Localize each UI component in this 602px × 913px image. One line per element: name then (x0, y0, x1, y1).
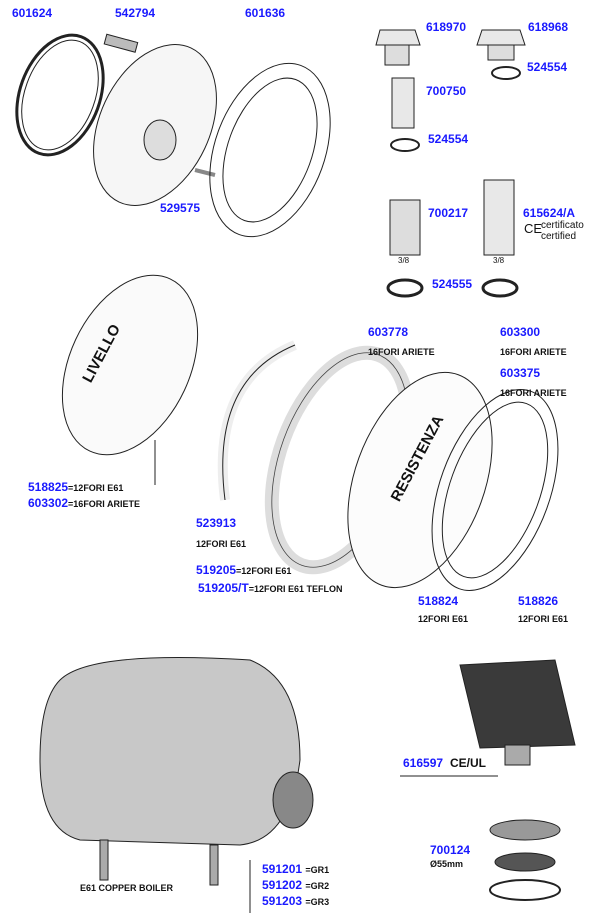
part-link-518826[interactable]: 518826 (518, 594, 559, 608)
part-link-700124[interactable]: 700124 (430, 843, 471, 857)
note: Ø55mm (430, 859, 464, 869)
part-link-529575[interactable]: 529575 (160, 201, 201, 215)
part-link-524554[interactable]: 524554 (527, 60, 568, 74)
cert-line1: certificato (541, 220, 584, 231)
part-link-700750[interactable]: 700750 (426, 84, 467, 98)
thread-mark: 3/8 (398, 256, 410, 265)
part-link-518824[interactable]: 518824 (418, 594, 459, 608)
part-link-603375[interactable]: 603375 (500, 366, 541, 380)
part-link-616597[interactable]: 616597 (403, 756, 444, 770)
part-link-524555[interactable]: 524555 (432, 277, 473, 291)
note: 12FORI E61 (418, 614, 469, 624)
note: 12FORI E61 (196, 539, 247, 549)
part-link-542794[interactable]: 542794 (115, 6, 156, 20)
ce-mark: CE (524, 221, 543, 236)
part-link-519205[interactable]: 519205=12FORI E61 (196, 563, 292, 577)
note: 12FORI E61 (518, 614, 569, 624)
part-link-591202[interactable]: 591202 =GR2 (262, 878, 330, 892)
part-link-603300[interactable]: 603300 (500, 325, 541, 339)
note: 16FORI ARIETE (500, 347, 567, 357)
note: 16FORI ARIETE (368, 347, 435, 357)
part-link-615624a[interactable]: 615624/A (523, 206, 576, 220)
boiler-body (39, 657, 301, 846)
part-link-603778[interactable]: 603778 (368, 325, 409, 339)
note: 16FORI ARIETE (500, 388, 567, 398)
part-link-601624[interactable]: 601624 (12, 6, 53, 20)
plate-603300 (347, 371, 493, 589)
part-link-519205t[interactable]: 519205/T=12FORI E61 TEFLON (198, 581, 343, 595)
pressostat-note: CE/UL (450, 756, 486, 770)
part-link-591203[interactable]: 591203 =GR3 (262, 894, 330, 908)
part-link-700217[interactable]: 700217 (428, 206, 469, 220)
part-link-601636[interactable]: 601636 (245, 6, 286, 20)
boiler-label: E61 COPPER BOILER (80, 883, 174, 893)
cert-line2: certified (541, 231, 577, 242)
part-link-518825[interactable]: 518825=12FORI E61 (28, 480, 124, 494)
part-link-524554[interactable]: 524554 (428, 132, 469, 146)
livello-plate (61, 274, 199, 456)
gasket-603375 (431, 389, 559, 591)
part-link-591201[interactable]: 591201 =GR1 (262, 862, 330, 876)
gasket-601636 (209, 62, 331, 238)
part-link-618970[interactable]: 618970 (426, 20, 467, 34)
thread-mark: 3/8 (493, 256, 505, 265)
part-link-523913[interactable]: 523913 (196, 516, 237, 530)
part-link-618968[interactable]: 618968 (528, 20, 569, 34)
part-link-603302[interactable]: 603302=16FORI ARIETE (28, 496, 140, 510)
gasket-ring-601624 (15, 33, 105, 157)
